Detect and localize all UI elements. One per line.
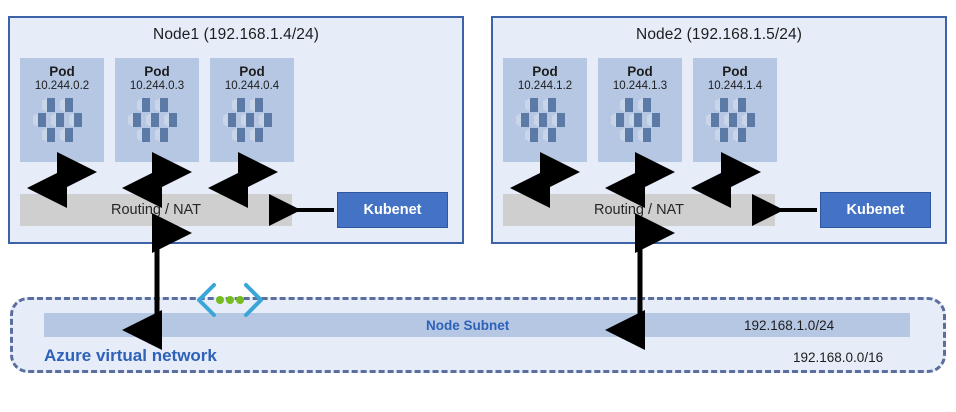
pod-cluster-icon	[513, 97, 577, 148]
pod-box: Pod 10.244.0.3	[115, 58, 199, 162]
routing-nat-bar: Routing / NAT	[503, 194, 775, 226]
pod-box: Pod 10.244.1.4	[693, 58, 777, 162]
pod-ip: 10.244.1.2	[517, 80, 573, 92]
routing-nat-label: Routing / NAT	[111, 202, 201, 218]
pod-box: Pod 10.244.1.2	[503, 58, 587, 162]
pod-cluster-icon	[30, 97, 94, 148]
pod-label: Pod	[722, 64, 748, 79]
pod-ip: 10.244.0.4	[224, 80, 280, 92]
kubenet-box: Kubenet	[337, 192, 448, 228]
pod-box: Pod 10.244.1.3	[598, 58, 682, 162]
pod-ip: 10.244.1.3	[612, 80, 668, 92]
azure-vnet-cidr: 192.168.0.0/16	[793, 350, 884, 365]
pod-ip: 10.244.0.2	[34, 80, 90, 92]
routing-nat-bar: Routing / NAT	[20, 194, 292, 226]
pod-label: Pod	[144, 64, 170, 79]
pod-box: Pod 10.244.0.2	[20, 58, 104, 162]
pod-cluster-icon	[220, 97, 284, 148]
node-subnet-label: Node Subnet	[426, 318, 510, 333]
node-title: Node2 (192.168.1.5/24)	[636, 26, 802, 43]
node-subnet-cidr: 192.168.1.0/24	[744, 318, 835, 333]
kubenet-label: Kubenet	[846, 202, 905, 218]
pod-ip: 10.244.1.4	[707, 80, 763, 92]
pod-cluster-icon	[608, 97, 672, 148]
routing-nat-label: Routing / NAT	[594, 202, 684, 218]
double-chevron-dots-icon	[192, 282, 268, 323]
pod-cluster-icon	[703, 97, 767, 148]
pod-label: Pod	[49, 64, 75, 79]
pod-label: Pod	[239, 64, 265, 79]
node-title: Node1 (192.168.1.4/24)	[153, 26, 319, 43]
pod-label: Pod	[627, 64, 653, 79]
kubenet-label: Kubenet	[363, 202, 422, 218]
kubenet-box: Kubenet	[820, 192, 931, 228]
pod-cluster-icon	[125, 97, 189, 148]
pod-label: Pod	[532, 64, 558, 79]
azure-vnet-label: Azure virtual network	[44, 346, 217, 365]
pod-ip: 10.244.0.3	[129, 80, 185, 92]
pod-box: Pod 10.244.0.4	[210, 58, 294, 162]
